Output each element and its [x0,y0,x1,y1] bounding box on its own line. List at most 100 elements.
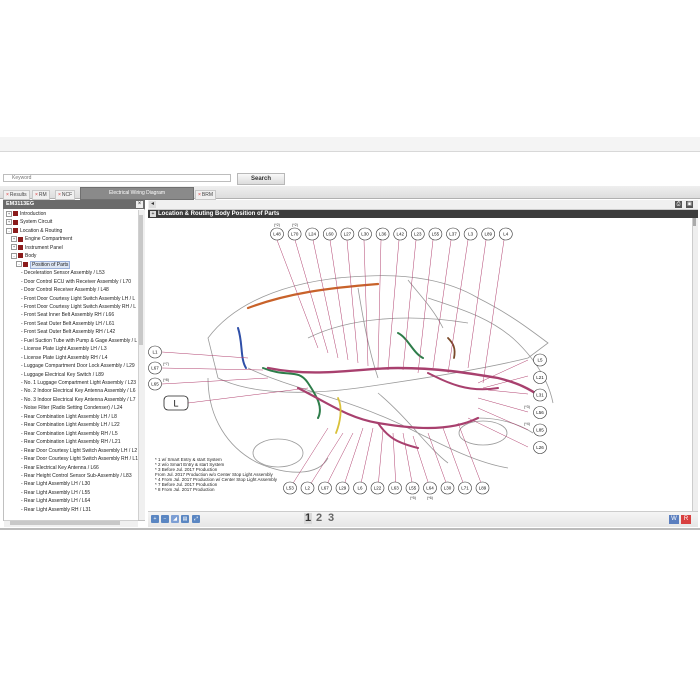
tree-item[interactable]: - Front Seat Inner Belt Assembly RH / L6… [21,311,114,319]
connector-l48-label[interactable]: L48 [273,232,281,237]
tree-item[interactable]: +System Circuit [6,218,52,226]
print-icon[interactable]: ⎙ [675,201,682,208]
connector-l64-label[interactable]: L64 [426,486,434,491]
connector-l2-label[interactable]: L2 [305,486,311,491]
tree-item[interactable]: - Rear Light Assembly LH / L30 [21,480,90,488]
collapse-icon[interactable]: - [6,227,12,234]
collapse-icon[interactable]: - [11,252,17,259]
tree-item[interactable]: - Deceleration Sensor Assembly / L53 [21,269,105,277]
diagram-scroll-thumb[interactable] [693,218,696,226]
connector-l89-label[interactable]: L89 [479,486,487,491]
tree-item[interactable]: +Introduction [6,210,46,218]
connector-l42-label[interactable]: L42 [396,232,404,237]
connector-l37-label[interactable]: L37 [449,232,457,237]
word-export-icon[interactable]: W [669,515,679,524]
connector-l65-label[interactable]: L65 [151,382,159,387]
tree-item[interactable]: - Door Control Receiver Assembly / L48 [21,286,109,294]
tree-item[interactable]: - Rear Combination Light Assembly LH / L… [21,421,120,429]
tree-scroll-thumb[interactable] [139,215,143,345]
tree-item[interactable]: - Rear Combination Light Assembly RH / L… [21,430,118,438]
tree-item[interactable]: - License Plate Light Assembly LH / L3 [21,345,107,353]
collapse-icon[interactable]: - [16,261,22,268]
keyword-search-input[interactable] [3,174,231,182]
connector-l36-label[interactable]: L36 [379,232,387,237]
page-1-button[interactable]: 1 [304,512,313,524]
tree-item[interactable]: - No. 2 Indoor Electrical Key Antenna As… [21,387,136,395]
connector-l60-label[interactable]: L60 [326,232,334,237]
zoom-out-icon[interactable]: − [161,515,169,523]
tree-item[interactable]: - Front Seat Outer Belt Assembly LH / L6… [21,320,114,328]
close-icon[interactable]: × [136,201,143,208]
tab-ncf[interactable]: ×NCF [55,190,76,200]
diagram-scrollbar[interactable] [692,218,698,511]
tree-item[interactable]: - Rear Door Courtesy Light Switch Assemb… [21,455,138,463]
tree-item[interactable]: -Location & Routing [6,227,62,235]
tab-brm[interactable]: ×BRM [195,190,217,200]
close-tab-icon[interactable]: × [6,192,9,198]
tree-item[interactable]: - Rear Light Assembly RH / L31 [21,506,91,514]
page-3-button[interactable]: 3 [328,512,335,524]
expand-icon[interactable]: + [6,219,12,226]
tree-item[interactable]: - No. 3 Indoor Electrical Key Antenna As… [21,396,136,404]
expand-icon[interactable]: + [6,210,12,217]
connector-l1-label[interactable]: L1 [152,350,158,355]
pdf-export-icon[interactable]: R [681,515,691,524]
tab-electrical-wiring-diagram[interactable]: Electrical Wiring Diagram [80,187,194,200]
zoom-level-icon[interactable]: ◢ [171,515,179,523]
connector-l5-label[interactable]: L5 [537,358,543,363]
close-tab-icon[interactable]: × [58,192,61,198]
connector-l56-label[interactable]: L56 [536,410,544,415]
connector-l27-label[interactable]: L27 [344,232,352,237]
connector-l55-label[interactable]: L55 [409,486,417,491]
tree-vertical-scrollbar[interactable] [138,210,145,520]
connector-l71-label[interactable]: L71 [461,486,469,491]
save-icon[interactable]: ▣ [686,201,693,208]
connector-l29-label[interactable]: L29 [339,486,347,491]
tree-item[interactable]: +Instrument Panel [11,244,63,252]
connector-l53-label[interactable]: L53 [286,486,294,491]
tree-item[interactable]: - Rear Electrical Key Antenna / L66 [21,464,99,472]
tree-item[interactable]: - Rear Light Assembly LH / L64 [21,497,90,505]
tree-item[interactable]: - Front Door Courtesy Light Switch Assem… [21,303,136,311]
zoom-in-icon[interactable]: + [151,515,159,523]
connector-l26-label[interactable]: L26 [536,445,544,450]
connector-l30-label[interactable]: L30 [361,232,369,237]
connector-l89-label[interactable]: L89 [484,232,492,237]
connector-l85-label[interactable]: L85 [536,428,544,433]
tree-item[interactable]: - Fuel Suction Tube with Pump & Gage Ass… [21,337,137,345]
connector-l70-label[interactable]: L70 [291,232,299,237]
connector-l67-label[interactable]: L67 [151,366,159,371]
search-button[interactable]: Search [237,173,285,185]
connector-l3-label[interactable]: L3 [468,232,474,237]
tree-item[interactable]: - Rear Height Control Sensor Sub-Assembl… [21,472,132,480]
tab-results[interactable]: ×Results [3,190,30,200]
tree-item[interactable]: - Front Seat Outer Belt Assembly RH / L4… [21,328,115,336]
tree-item[interactable]: - Rear Door Courtesy Light Switch Assemb… [21,447,137,455]
close-tab-icon[interactable]: × [35,192,38,198]
tree-item[interactable]: - Noise Filter (Radio Setting Condenser)… [21,404,122,412]
tab-rm[interactable]: ×RM [32,190,50,200]
tree-item[interactable]: - Rear Light Assembly LH / L55 [21,489,90,497]
fullscreen-icon[interactable]: ⤢ [192,515,200,523]
tree-item[interactable]: - Door Control ECU with Receiver Assembl… [21,278,131,286]
connector-l23-label[interactable]: L23 [414,232,422,237]
tree-item[interactable]: - No. 1 Luggage Compartment Light Assemb… [21,379,136,387]
tree-item[interactable]: - Rear Combination Light Assembly LH / L… [21,413,117,421]
connector-l67-label[interactable]: L67 [321,486,329,491]
expand-icon[interactable]: + [11,244,17,251]
tree-item[interactable]: -Position of Parts [16,260,71,269]
close-tab-icon[interactable]: × [198,192,201,198]
connector-l31-label[interactable]: L31 [536,393,544,398]
connector-l22-label[interactable]: L22 [374,486,382,491]
connector-l30-label[interactable]: L30 [444,486,452,491]
tree-item[interactable]: +Engine Compartment [11,235,72,243]
page-2-button[interactable]: 2 [316,512,323,524]
connector-l55-label[interactable]: L55 [432,232,440,237]
tree-item[interactable]: - Front Door Courtesy Light Switch Assem… [21,295,135,303]
tree-item[interactable]: - Rear Combination Light Assembly RH / L… [21,438,121,446]
tree-hscroll-thumb[interactable] [10,521,120,525]
tree-item[interactable]: -Body [11,252,36,260]
connector-l21-label[interactable]: L21 [536,375,544,380]
tree-item[interactable]: - Luggage Electrical Key Switch / L89 [21,371,104,379]
connector-l24-label[interactable]: L24 [308,232,316,237]
